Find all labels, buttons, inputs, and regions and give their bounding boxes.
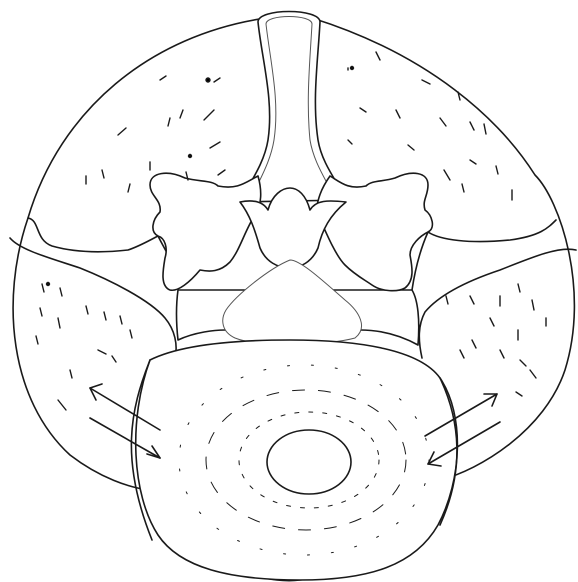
vertebral-body — [136, 340, 458, 580]
